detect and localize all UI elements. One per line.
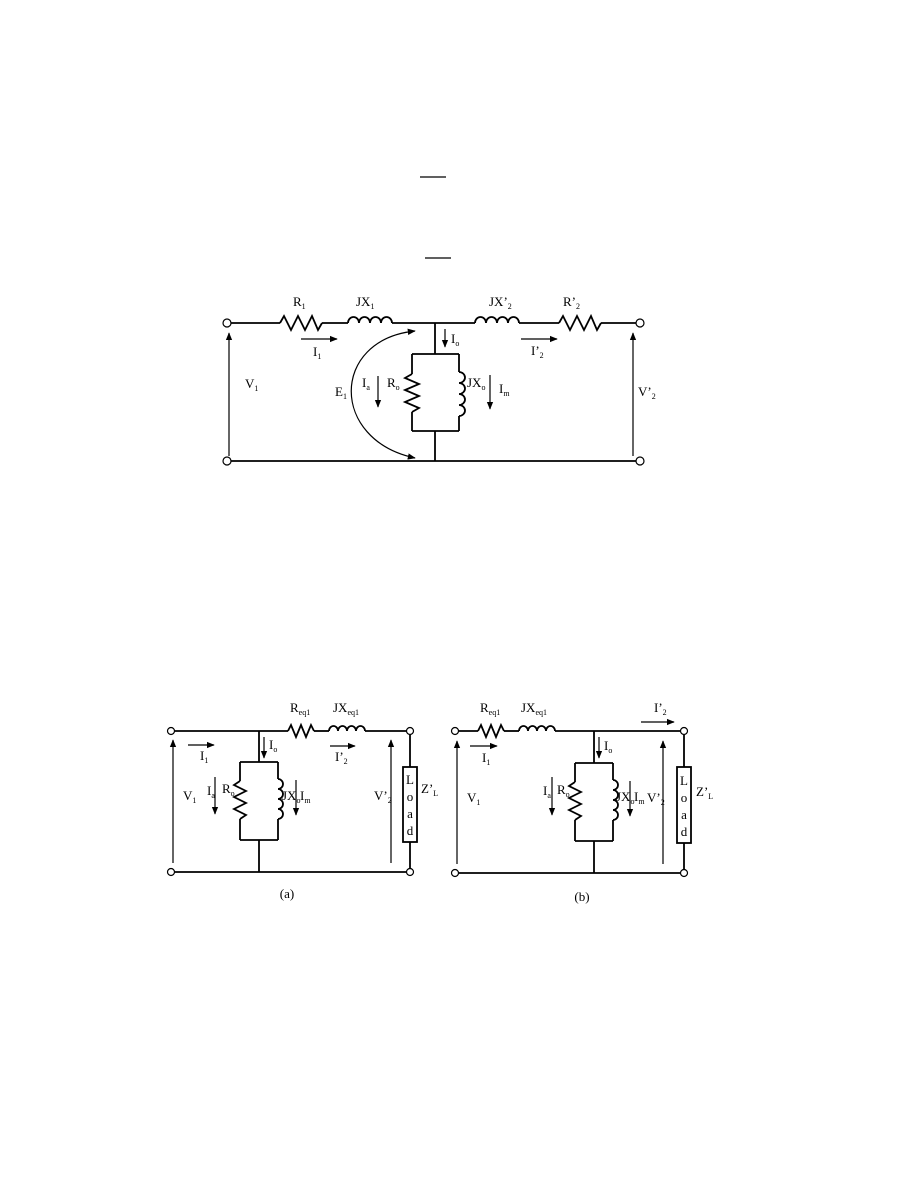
label-ro: Ro [557,782,570,799]
label-v2-prime: V’2 [647,790,665,807]
label-v2-prime: V’2 [374,788,392,805]
label-zl-prime: Z’L [696,784,713,801]
arrow-e1 [350,328,416,460]
inductor-jxeq1 [328,725,366,732]
label-im: Im [499,381,510,398]
label-v2-prime: V’2 [638,384,656,401]
label-v1: V1 [467,790,480,807]
label-jxeq1: JXeq1 [333,700,359,717]
terminal-right-top [679,726,689,736]
label-im: Im [300,788,311,805]
load-letter: L [406,772,414,787]
label-ia: Ia [543,783,551,800]
equivalent-circuit-approx-b: Req1 JXeq1 I’2 I1 Io V1 Ia Ro JXo Im V’2… [450,700,713,904]
label-v1: V1 [183,788,196,805]
inductor-jxo [612,779,619,821]
load-letter: d [407,823,414,838]
terminal-left-top [222,318,232,328]
caption-b: (b) [574,889,589,904]
load-letter: o [407,789,414,804]
label-ro: Ro [387,375,400,392]
equivalent-circuit-exact: R1 JX1 JX’2 R’2 I1 Io I’2 V1 E1 Ia Ro JX… [222,294,656,466]
terminal-left-bottom [450,868,460,878]
label-r1: R1 [293,294,306,311]
resistor-ro [566,781,584,821]
resistor-r2-prime [558,313,602,333]
label-i2-prime: I’2 [335,749,348,766]
label-i1: I1 [313,344,321,361]
label-jxeq1: JXeq1 [521,700,547,717]
label-io: Io [451,331,459,348]
inductor-jxo [277,778,284,820]
label-req1: Req1 [290,700,310,717]
equivalent-circuit-approx-a: Req1 JXeq1 I1 Io I’2 V1 Ia Ro JXo Im V’2… [166,700,438,901]
label-io: Io [604,738,612,755]
label-jxo: JXo [282,788,300,805]
label-io: Io [269,737,277,754]
terminal-left-top [450,726,460,736]
load-letter: a [681,807,687,822]
resistor-ro [231,780,249,820]
label-ro: Ro [222,781,235,798]
label-jx2-prime: JX’2 [489,294,512,311]
label-im: Im [634,789,645,806]
label-jx1: JX1 [356,294,374,311]
inductor-jxo [458,371,466,417]
inductor-jx2-prime [474,316,520,324]
load-letter: L [680,773,688,788]
terminal-right-top [635,318,645,328]
label-i2-prime: I’2 [654,700,667,717]
load-letter: a [407,806,413,821]
caption-a: (a) [280,886,294,901]
terminal-right-top [405,726,415,736]
terminal-left-bottom [222,456,232,466]
label-jxo: JXo [616,789,634,806]
resistor-r1 [279,313,323,333]
label-r2-prime: R’2 [563,294,580,311]
terminal-right-bottom [635,456,645,466]
resistor-req1 [287,722,315,740]
terminal-left-bottom [166,867,176,877]
inductor-jx1 [347,316,393,324]
resistor-ro [402,373,422,413]
label-req1: Req1 [480,700,500,717]
inductor-jxeq1 [518,725,556,732]
label-ia: Ia [207,783,215,800]
resistor-req1 [477,722,505,740]
label-jxo: JXo [467,375,485,392]
load-letter: d [681,824,688,839]
terminal-right-bottom [405,867,415,877]
label-ia: Ia [362,375,370,392]
label-v1: V1 [245,376,258,393]
label-i2-prime: I’2 [531,343,544,360]
terminal-left-top [166,726,176,736]
label-zl-prime: Z’L [421,781,438,798]
label-i1: I1 [200,748,208,765]
terminal-right-bottom [679,868,689,878]
load-letter: o [681,790,688,805]
label-i1: I1 [482,750,490,767]
label-e1: E1 [335,384,347,401]
